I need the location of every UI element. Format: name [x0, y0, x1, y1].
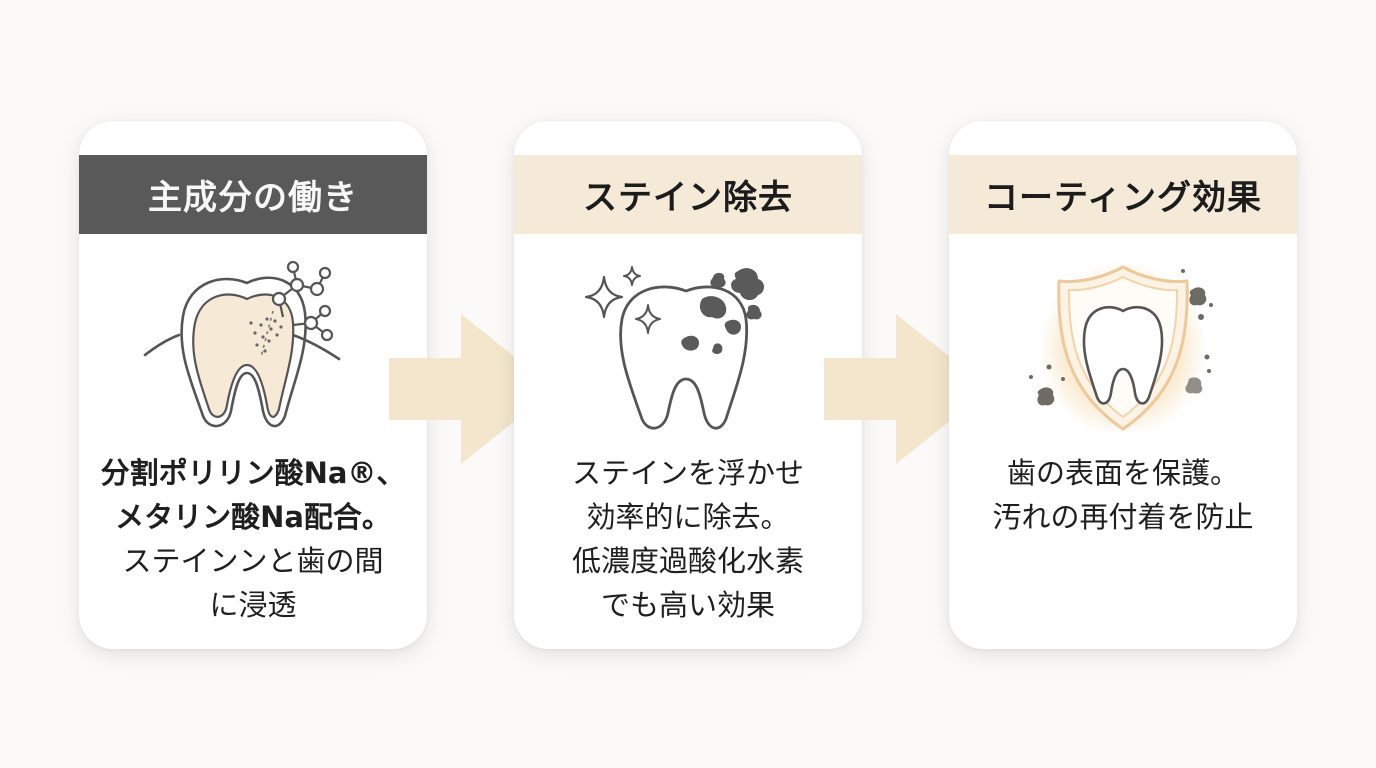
description-line: 汚れの再付着を防止 — [949, 495, 1297, 539]
step-title: ステイン除去 — [514, 155, 862, 234]
tooth-stain-sparkle-icon — [578, 261, 798, 431]
description-line: ステインを浮かせ — [514, 451, 862, 495]
description-line: 分割ポリリン酸Na®、 — [79, 451, 427, 495]
step-title: 主成分の働き — [79, 155, 427, 234]
step-description: ステインを浮かせ 効率的に除去。 低濃度過酸化水素 でも高い効果 — [514, 451, 862, 627]
step-card-coating: コーティング効果 — [949, 121, 1297, 649]
description-line: に浸透 — [79, 583, 427, 627]
step-description: 歯の表面を保護。 汚れの再付着を防止 — [949, 451, 1297, 539]
step-title: コーティング効果 — [949, 155, 1297, 234]
step-description: 分割ポリリン酸Na®、 メタリン酸Na配合。 ステインンと歯の間 に浸透 — [79, 451, 427, 627]
tooth-shield-icon — [1013, 261, 1233, 431]
description-line: ステインンと歯の間 — [79, 539, 427, 583]
description-line: 歯の表面を保護。 — [949, 451, 1297, 495]
description-line: 効率的に除去。 — [514, 495, 862, 539]
tooth-molecule-icon — [143, 261, 363, 431]
description-line: でも高い効果 — [514, 583, 862, 627]
step-card-main-ingredient: 主成分の働き — [79, 121, 427, 649]
description-line: メタリン酸Na配合。 — [79, 495, 427, 539]
description-line: 低濃度過酸化水素 — [514, 539, 862, 583]
step-card-stain-removal: ステイン除去 ステインを浮かせ 効率的 — [514, 121, 862, 649]
